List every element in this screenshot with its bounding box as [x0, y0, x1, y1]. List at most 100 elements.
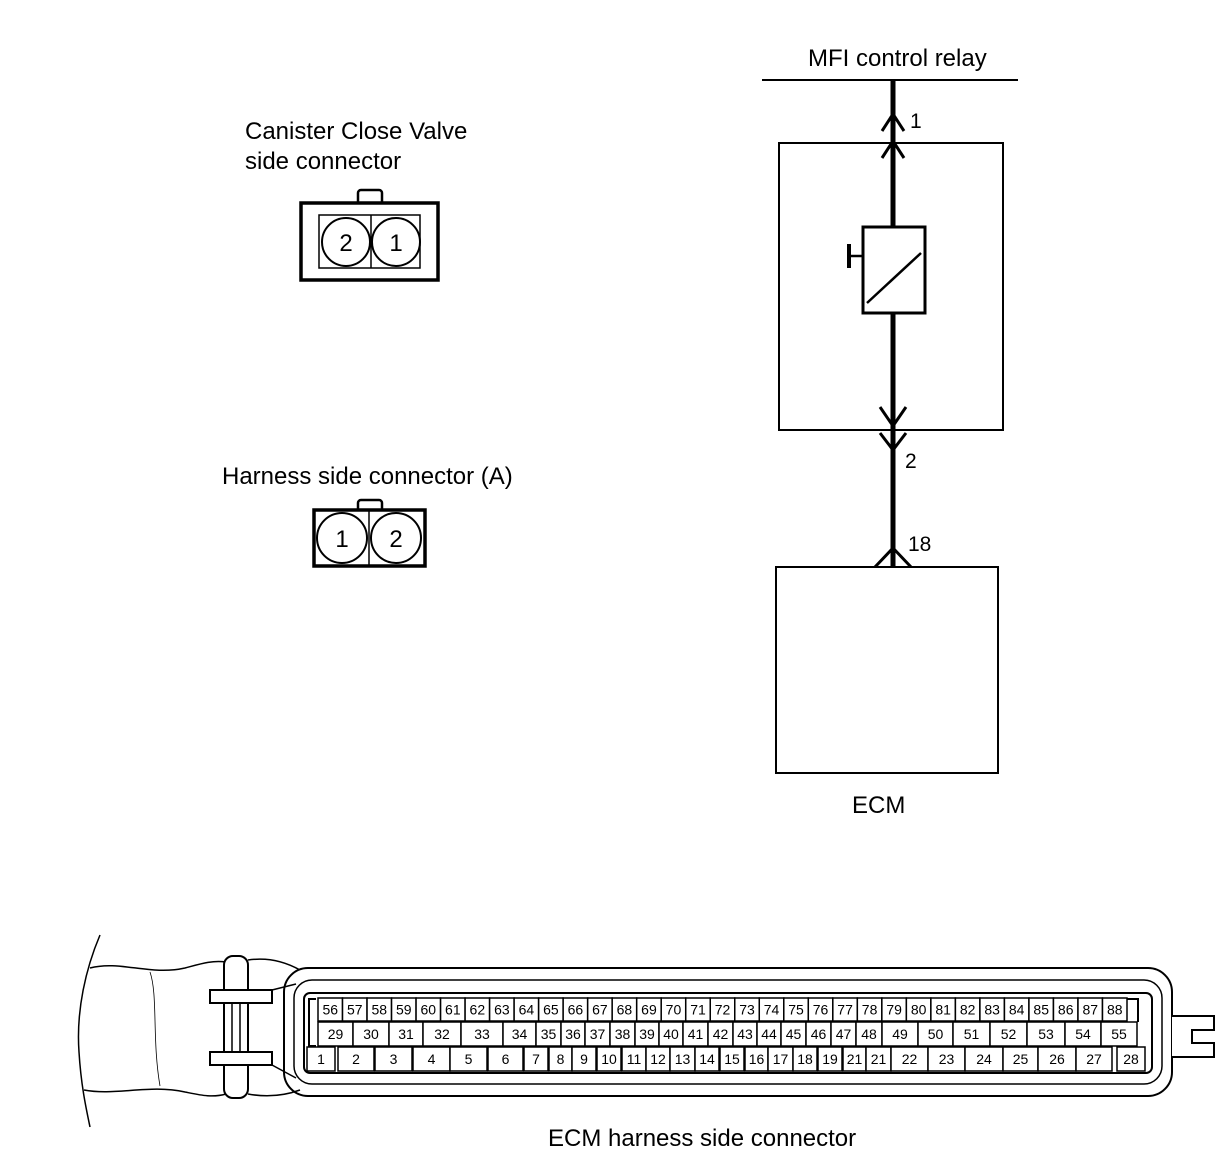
ecm-pin-26: 26: [1037, 1046, 1077, 1072]
ecm-terminal-label: 18: [908, 533, 931, 556]
ecm-pin-number: 75: [788, 1002, 804, 1018]
ecm-pin-number: 12: [650, 1051, 666, 1067]
ecm-pin-number: 42: [713, 1026, 729, 1042]
ecm-pin-85: 85: [1028, 997, 1055, 1022]
ecm-pin-number: 78: [862, 1002, 878, 1018]
ecm-pin-cell: [596, 1046, 622, 1072]
ecm-pin-61: 61: [439, 997, 466, 1022]
valve-terminal-1-label: 1: [910, 110, 922, 133]
ecm-pin-number: 71: [690, 1002, 706, 1018]
ecm-pin-46: 46: [805, 1021, 832, 1047]
ecm-pin-number: 21: [871, 1051, 887, 1067]
ecm-pin-number: 38: [615, 1026, 631, 1042]
ecm-pin-64: 64: [513, 997, 540, 1022]
ecm-pin-5: 5: [449, 1046, 488, 1072]
ecm-pin-49: 49: [881, 1021, 919, 1047]
ecm-pin-number: 26: [1049, 1051, 1065, 1067]
ecm-pin-number: 55: [1111, 1026, 1127, 1042]
ecm-pin-7: 7: [523, 1046, 549, 1072]
ecm-pin-number: 57: [347, 1002, 363, 1018]
ecm-pin-36: 36: [560, 1021, 586, 1047]
ecm-pin-number: 72: [715, 1002, 731, 1018]
ecm-pin-number: 37: [590, 1026, 606, 1042]
ecm-pin-45: 45: [780, 1021, 807, 1047]
ecm-pin-65: 65: [537, 997, 564, 1022]
ecm-pin-number: 48: [861, 1026, 877, 1042]
connector-chevron-icon: [873, 545, 913, 569]
ecm-pin-16: 16: [744, 1046, 769, 1072]
ecm-pin-77: 77: [832, 997, 859, 1022]
ecm-pin-12: 12: [645, 1046, 671, 1072]
ecm-pin-60: 60: [415, 997, 442, 1022]
ecm-pin-25: 25: [1002, 1046, 1039, 1072]
ecm-pin-22: 22: [890, 1046, 929, 1072]
ecm-pin-43: 43: [732, 1021, 758, 1047]
ecm-pin-39: 39: [634, 1021, 660, 1047]
ecm-pin-number: 66: [568, 1002, 584, 1018]
ecm-pin-number: 11: [627, 1051, 642, 1067]
ecm-pin-47: 47: [830, 1021, 857, 1047]
ecm-pin-cell: [645, 1046, 671, 1072]
ecm-pin-cell: [523, 1046, 549, 1072]
ecm-pin-14: 14: [694, 1046, 720, 1072]
ecm-pin-number: 62: [470, 1002, 486, 1018]
ecm-pin-number: 40: [663, 1026, 679, 1042]
ecm-pin-10: 10: [596, 1046, 622, 1072]
ecm-pin-number: 51: [964, 1026, 980, 1042]
ecm-pin-number: 68: [617, 1002, 633, 1018]
ecm-pin-37: 37: [584, 1021, 611, 1047]
solenoid-icon: [847, 225, 927, 315]
ecm-pin-number: 19: [822, 1051, 838, 1067]
ecm-pin-cell: [694, 1046, 720, 1072]
ecm-pin-number: 67: [592, 1002, 608, 1018]
ecm-pin-number: 4: [428, 1051, 436, 1067]
ecm-pin-80: 80: [905, 997, 932, 1022]
terminal-number: 2: [339, 230, 352, 257]
ecm-pin-number: 28: [1123, 1051, 1139, 1067]
ecm-pin-number: 52: [1001, 1026, 1017, 1042]
ecm-pin-34: 34: [502, 1021, 537, 1047]
circuit-schematic: MFI control relay 1 2 18 ECM: [762, 45, 1018, 819]
canister-valve-side-connector: 2 1: [299, 188, 440, 282]
ecm-pin-38: 38: [609, 1021, 636, 1047]
ecm-pin-number: 56: [322, 1002, 338, 1018]
ecm-pin-number: 17: [773, 1051, 789, 1067]
ecm-pin-58: 58: [366, 997, 393, 1022]
ecm-pin-cell: [780, 1021, 807, 1047]
ecm-pin-67: 67: [586, 997, 613, 1022]
ecm-pin-cell: [682, 1021, 709, 1047]
ecm-pin-number: 87: [1082, 1002, 1098, 1018]
ecm-pin-40: 40: [658, 1021, 684, 1047]
ecm-pin-cell: [732, 1021, 758, 1047]
ecm-pin-cell: [1101, 997, 1128, 1022]
ecm-pin-number: 50: [928, 1026, 944, 1042]
ecm-pin-78: 78: [856, 997, 883, 1022]
harness-side-connector: 1 2: [312, 498, 427, 568]
ecm-pin-number: 3: [390, 1051, 398, 1067]
ecm-pin-6: 6: [487, 1046, 524, 1072]
ecm-pin-number: 5: [465, 1051, 473, 1067]
ecm-pin-number: 39: [639, 1026, 655, 1042]
ecm-pin-number: 35: [541, 1026, 557, 1042]
ecm-pin-number: 77: [837, 1002, 853, 1018]
ecm-pin-cell: [535, 1021, 562, 1047]
ecm-pin-number: 65: [543, 1002, 559, 1018]
ecm-pin-cell: [1075, 1046, 1113, 1072]
ecm-pin-71: 71: [684, 997, 711, 1022]
ecm-pin-number: 54: [1075, 1026, 1091, 1042]
ecm-pin-84: 84: [1003, 997, 1030, 1022]
ecm-pin-number: 79: [886, 1002, 902, 1018]
ecm-pin-number: 6: [502, 1051, 510, 1067]
ecm-pin-number: 25: [1013, 1051, 1029, 1067]
cable-sleeve: [77, 934, 227, 1128]
ecm-pin-56: 56: [317, 997, 344, 1022]
ecm-pin-82: 82: [954, 997, 981, 1022]
pin-row-bracket: [308, 998, 316, 1047]
ecm-pin-21: 21: [865, 1046, 892, 1072]
ecm-pin-cell: [865, 1046, 892, 1072]
ecm-pin-number: 84: [1009, 1002, 1025, 1018]
ecm-pin-number: 10: [601, 1051, 617, 1067]
connector-terminal: [316, 512, 368, 564]
ecm-pin-number: 59: [396, 1002, 412, 1018]
